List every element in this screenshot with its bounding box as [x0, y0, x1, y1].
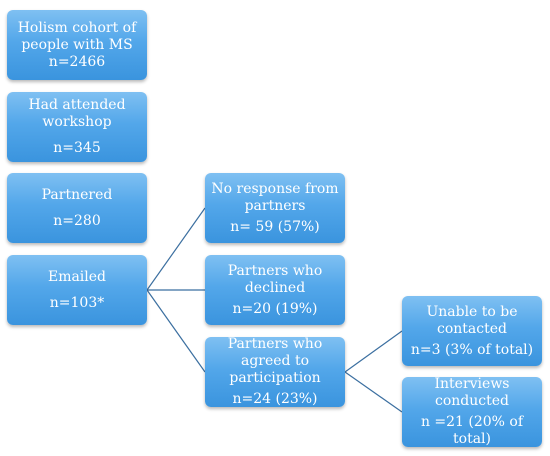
node-declined: Partners who declined n=20 (19%)	[205, 255, 345, 325]
node-attended-workshop: Had attended workshop n=345	[7, 92, 147, 162]
node-unable-contacted: Unable to be contacted n=3 (3% of total)	[402, 296, 542, 366]
node-interviews-conducted: Interviews conducted n =21 (20% of total…	[402, 376, 542, 447]
node-emailed: Emailed n=103*	[7, 255, 147, 325]
node-emailed-count: n=103*	[49, 294, 105, 311]
node-agreed-label: Partners who agreed to participation	[227, 336, 323, 386]
node-unable-label: Unable to be contacted	[426, 303, 518, 337]
node-interview-label: Interviews conducted	[434, 376, 510, 409]
node-interview-count: n =21 (20% of total)	[420, 414, 524, 447]
node-declined-label: Partners who declined	[227, 262, 323, 296]
node-workshop-label: Had attended workshop	[28, 97, 126, 130]
connector-agreed-interview	[344, 371, 403, 413]
node-unable-count: n=3 (3% of total)	[410, 341, 534, 358]
node-holism-label: Holism cohort of people with MS	[17, 19, 137, 53]
node-agreed-count: n=24 (23%)	[232, 391, 318, 407]
connector-agreed-unable	[344, 330, 403, 373]
node-partnered-count: n=280	[53, 212, 101, 229]
node-no-response: No response from partners n= 59 (57%)	[205, 173, 345, 243]
node-agreed: Partners who agreed to participation n=2…	[205, 336, 345, 407]
connector-emailed-agreed	[146, 289, 206, 373]
node-noresp-count: n= 59 (57%)	[230, 218, 320, 235]
connector-emailed-noresp	[146, 207, 206, 291]
node-workshop-count: n=345	[53, 140, 101, 156]
node-declined-count: n=20 (19%)	[232, 300, 318, 317]
node-noresp-label: No response from partners	[211, 180, 339, 214]
node-partnered: Partnered n=280	[7, 173, 147, 243]
node-partnered-label: Partnered	[41, 186, 113, 203]
node-holism-count: n=2466	[48, 53, 106, 70]
node-holism-cohort: Holism cohort of people with MS n=2466	[7, 10, 147, 80]
node-emailed-label: Emailed	[47, 268, 107, 285]
